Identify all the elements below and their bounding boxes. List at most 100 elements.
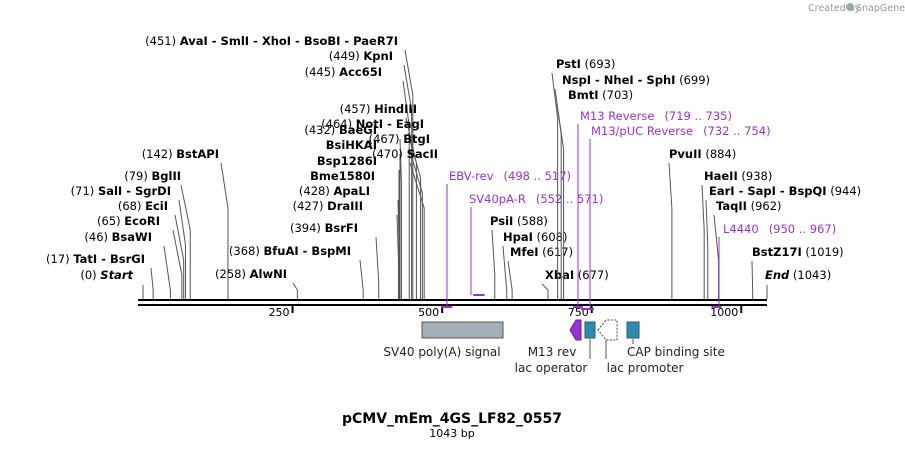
site-name: ApaLI xyxy=(334,184,371,198)
site-name: BmtI xyxy=(568,88,599,102)
site-label: (65) EcoRI xyxy=(97,214,160,228)
site-label: (79) BglII xyxy=(124,169,181,183)
site-name: Bsp1286I xyxy=(317,154,377,168)
site-position: (588) xyxy=(513,214,548,228)
site-label: Bsp1286I xyxy=(317,154,377,168)
site-name: AlwNI xyxy=(250,267,287,281)
site-label: (445) Acc65I xyxy=(305,65,382,79)
site-connector xyxy=(551,72,559,299)
site-position: (428) xyxy=(299,184,334,198)
site-name: TatI - BsrGI xyxy=(73,252,145,266)
site-label: PvuII (884) xyxy=(669,147,736,161)
site-label: (71) SalI - SgrDI xyxy=(71,184,171,198)
site-position: (884) xyxy=(702,147,737,161)
site-connector xyxy=(292,282,298,299)
site-connector xyxy=(178,199,186,299)
site-label: (394) BsrFI xyxy=(290,221,358,235)
axis-tick-label: 250 xyxy=(269,306,290,319)
site-connector xyxy=(408,147,423,299)
primer-name: M13 Reverse xyxy=(580,109,654,123)
site-name: BtgI xyxy=(403,132,430,146)
site-connector xyxy=(172,229,183,299)
site-position: (71) xyxy=(71,184,98,198)
site-label: (368) BfuAI - BspMI xyxy=(229,244,351,258)
site-name: Start xyxy=(100,268,133,282)
axis-tick-label: 1000 xyxy=(710,306,738,319)
site-label: HaeII (938) xyxy=(704,169,772,183)
site-connector xyxy=(701,184,705,299)
feature-lac-operator xyxy=(584,321,596,339)
site-name: HindIII xyxy=(374,102,417,116)
site-position: (464) xyxy=(321,117,356,131)
site-position: (65) xyxy=(97,214,124,228)
site-name: EarI - SapI - BspQI xyxy=(709,184,827,198)
site-connector xyxy=(375,236,380,299)
site-label: (432) BaeGI xyxy=(304,123,377,137)
credit-created-by: Created by xyxy=(808,3,861,14)
site-label: (451) AvaI - SmlI - XhoI - BsoBI - PaeR7… xyxy=(145,34,398,48)
site-position: (427) xyxy=(293,199,328,213)
site-position: (445) xyxy=(305,65,340,79)
site-name: BstZ17I xyxy=(752,245,802,259)
feature-m13-rev-arrow xyxy=(569,319,582,341)
site-name: KpnI xyxy=(363,49,393,63)
site-position: (608) xyxy=(533,230,568,244)
primer-label: EBV-rev(498 .. 517) xyxy=(449,169,571,183)
site-connector xyxy=(409,162,425,299)
site-connector xyxy=(396,214,399,299)
site-connector xyxy=(705,199,709,299)
site-label: TaqII (962) xyxy=(716,199,782,213)
site-name: BstAPI xyxy=(176,147,219,161)
site-position: (17) xyxy=(46,252,73,266)
primer-label: L4440 (950 .. 967) xyxy=(723,222,836,236)
primer-name: SV40pA-R xyxy=(469,192,526,206)
site-label: Bme1580I xyxy=(310,169,375,183)
site-name: Bme1580I xyxy=(310,169,375,183)
site-connector xyxy=(402,80,410,299)
site-name: EcoRI xyxy=(124,214,160,228)
site-label: HpaI (608) xyxy=(503,230,568,244)
site-label: MfeI (617) xyxy=(510,245,573,259)
site-connector xyxy=(668,162,673,299)
primer-range: (950 .. 967) xyxy=(769,222,837,236)
site-position: (703) xyxy=(599,88,634,102)
primer-range: (732 .. 754) xyxy=(703,124,771,138)
site-position: (470) xyxy=(372,147,407,161)
site-position: (699) xyxy=(675,73,710,87)
site-name: NotI - EagI xyxy=(356,117,424,131)
site-label: (427) DraIII xyxy=(293,199,363,213)
site-name: XbaI xyxy=(545,268,574,282)
primer-name: EBV-rev xyxy=(449,169,494,183)
feature-label-lac-promoter: lac promoter xyxy=(607,361,684,375)
primer-name: L4440 xyxy=(723,222,759,236)
site-position: (944) xyxy=(827,184,862,198)
site-connector xyxy=(174,214,185,299)
site-position: (368) xyxy=(229,244,264,258)
primer-range: (552 .. 571) xyxy=(536,192,604,206)
site-position: (68) xyxy=(118,199,145,213)
site-position: (79) xyxy=(124,169,151,183)
site-position: (617) xyxy=(539,245,574,259)
site-connector xyxy=(399,138,402,299)
site-position: (451) xyxy=(145,34,180,48)
site-label: (464) NotI - EagI xyxy=(321,117,424,131)
site-name: BsrFI xyxy=(325,221,358,235)
primer-name: M13/pUC Reverse xyxy=(591,124,693,138)
site-position: (1043) xyxy=(789,268,831,282)
primer-range: (719 .. 735) xyxy=(664,109,732,123)
site-name: Acc65I xyxy=(339,65,382,79)
site-position: (1019) xyxy=(802,245,844,259)
site-name: PsiI xyxy=(490,214,513,228)
feature-sv40-polya xyxy=(421,321,504,339)
site-label: BstZ17I (1019) xyxy=(752,245,844,259)
site-name: BsaWI xyxy=(112,230,152,244)
primers: EBV-rev(498 .. 517) SV40pA-R (552 .. 571) M… xyxy=(440,109,836,310)
site-name: SacII xyxy=(407,147,438,161)
site-label: (467) BtgI xyxy=(369,132,430,146)
site-name: BaeGI xyxy=(339,123,377,137)
axis-tick-label: 500 xyxy=(418,306,439,319)
site-connector xyxy=(150,267,154,299)
site-label: BsiHKAI xyxy=(326,138,377,152)
site-name: BsiHKAI xyxy=(326,138,377,152)
